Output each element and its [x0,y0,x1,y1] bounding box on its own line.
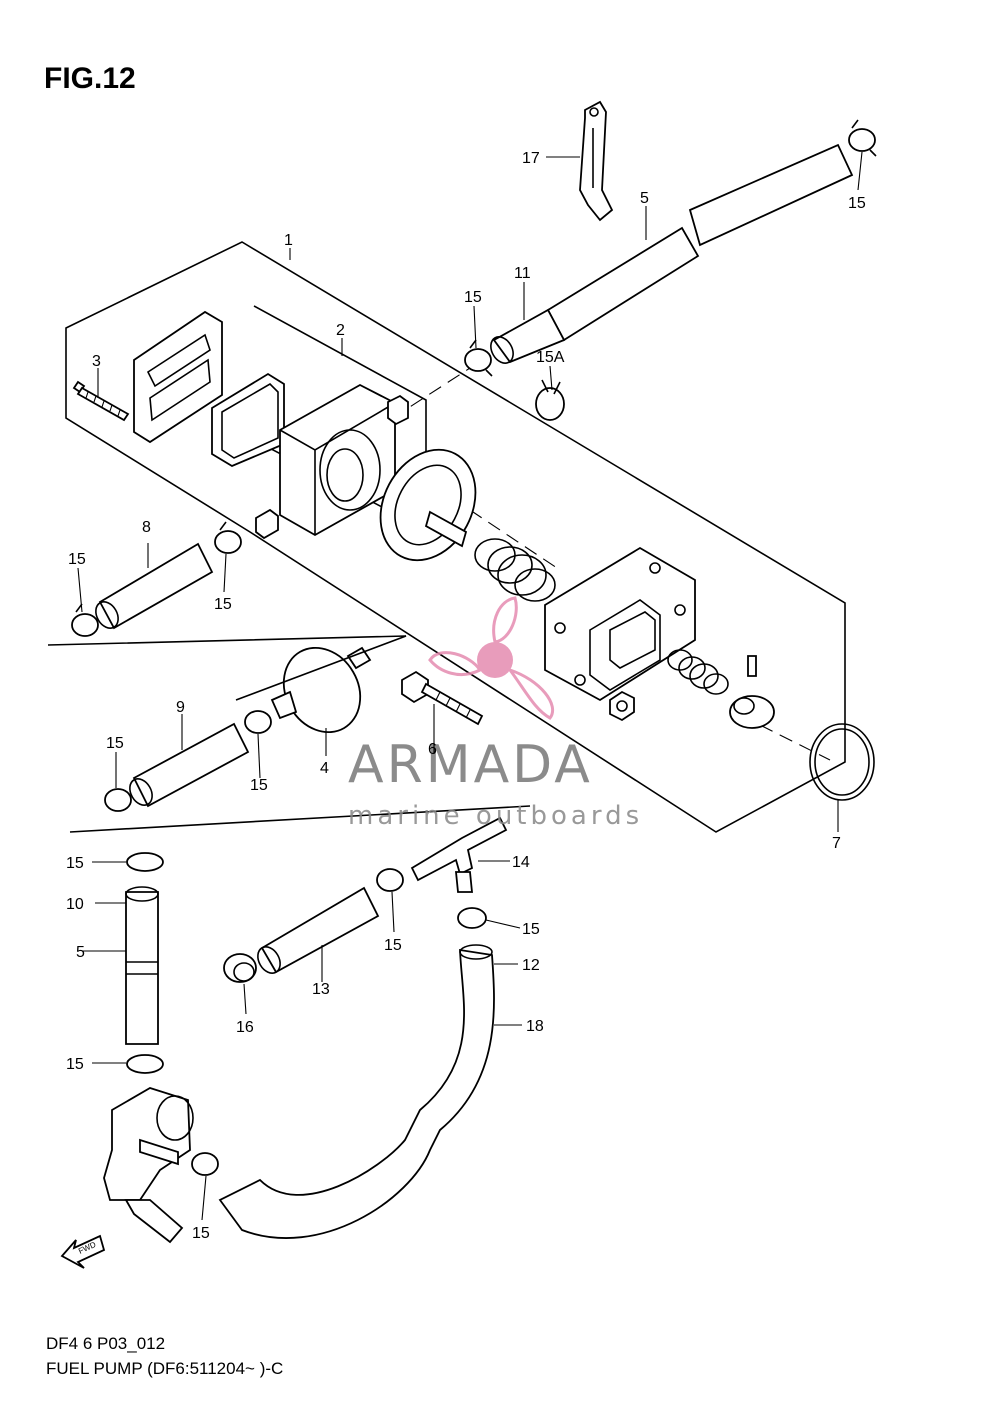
hose-9 [129,722,250,808]
callout-6: 6 [428,741,437,758]
callout-15-e: 15 [106,735,124,752]
fuel-hose-upper [490,143,854,364]
pump-body-part-2 [255,383,409,540]
callout-labels: 1 2 3 4 5 5 6 7 8 9 10 11 12 13 14 15 15… [66,150,866,1242]
clip-15-hose10-bottom [126,1054,164,1074]
callout-5-upper: 5 [640,190,649,207]
logo-blade-top [492,596,518,644]
callout-12: 12 [522,957,540,974]
clip-15-upper-right [848,119,877,157]
callout-15-i: 15 [522,921,540,938]
callout-15-k: 15 [192,1225,210,1242]
callout-2: 2 [336,322,345,339]
valve-pin [747,655,757,677]
callout-15-f: 15 [250,777,268,794]
callout-1: 1 [284,232,293,249]
callout-13: 13 [312,981,330,998]
armada-watermark: ARMADA marine outboards [348,596,643,831]
fuel-filter-part-4 [270,646,372,734]
screw-part-3 [72,380,130,422]
clip-15-fuelcock [191,1152,219,1176]
callout-15-h: 15 [384,937,402,954]
hose-8 [95,542,214,630]
callout-15-b: 15 [464,289,482,306]
callout-15-d: 15 [214,596,232,613]
callout-15-c: 15 [68,551,86,568]
callout-15-g: 15 [66,855,84,872]
callout-8: 8 [142,519,151,536]
clip-15-hose12 [457,907,487,929]
callout-5-lower: 5 [76,944,85,961]
figure-title: FIG.12 [44,62,136,95]
clip-15-hose9-left [104,788,132,812]
hose-clamp-bracket-part-17 [579,100,614,222]
pump-spring [474,538,556,602]
tee-joint-part-14 [410,816,508,893]
callout-18: 18 [526,1018,544,1035]
callout-15-j: 15 [66,1056,84,1073]
diaphragm [379,448,477,562]
fuel-cock [103,1087,194,1244]
subassembly-guide-1 [47,635,407,701]
clip-16 [223,953,257,983]
callout-15-a: 15 [848,195,866,212]
clip-15-hose13 [376,868,404,892]
callout-10: 10 [66,896,84,913]
clip-15-hose8-left [71,603,99,637]
callout-9: 9 [176,699,185,716]
logo-blade-left [428,651,483,676]
clip-15-hose8-right [214,521,242,554]
clip-15-hose9-right [244,710,272,734]
logo-blade-right [505,667,554,720]
figure-description: FUEL PUMP (DF6:511204~ )-C [46,1359,284,1378]
hose-13 [257,886,380,974]
leader-lines [77,151,863,1221]
valve-spring [667,649,729,695]
bolt-part-6 [401,670,484,726]
callout-11: 11 [514,265,531,282]
valve-plug [729,695,775,729]
pump-cover [544,546,696,702]
callout-17: 17 [522,150,540,167]
clip-15A [535,379,565,421]
gasket-plate [133,310,223,444]
subassembly-guide-2 [69,805,531,833]
watermark-brand: ARMADA [348,735,593,795]
watermark-tagline: marine outboards [348,801,643,831]
callout-14: 14 [512,854,530,871]
clip-15-upper-left [464,339,493,377]
callout-16: 16 [236,1019,254,1036]
fwd-arrow-icon: FWD [60,1234,106,1269]
hex-nut [609,690,635,722]
hose-12-18 [218,944,495,1239]
o-ring-part-7 [809,723,875,801]
callout-15A: 15A [536,349,565,366]
callout-7: 7 [832,835,841,852]
clip-15-hose10-top [126,852,164,872]
assembly-outline-1 [65,241,846,833]
figure-code: DF4 6 P03_012 [46,1334,166,1353]
logo-hub [477,642,513,678]
hose-10-vertical [125,886,159,1045]
callout-4: 4 [320,760,329,777]
callout-3: 3 [92,353,101,370]
